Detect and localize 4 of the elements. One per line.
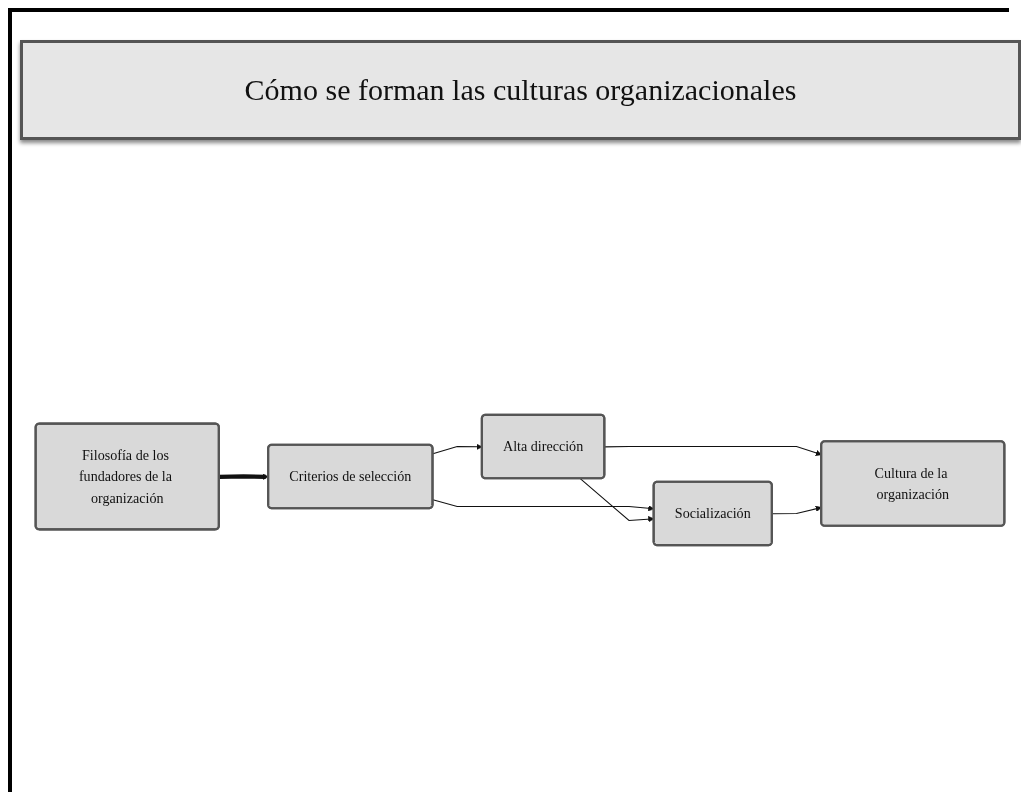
arrow bbox=[219, 473, 269, 480]
title-banner: Cómo se forman las culturas organizacionales bbox=[20, 40, 1021, 140]
arrow bbox=[771, 505, 822, 515]
arrow bbox=[604, 446, 822, 456]
